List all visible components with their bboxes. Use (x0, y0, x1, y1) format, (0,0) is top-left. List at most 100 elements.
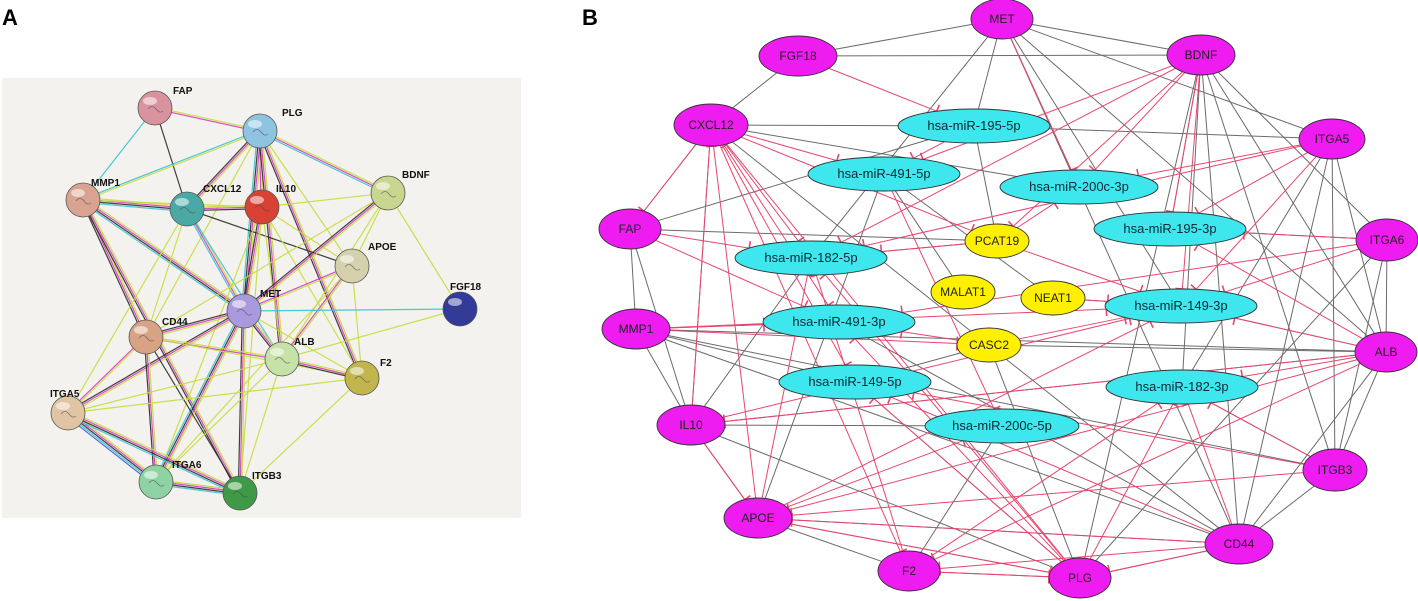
mirna-node-hsa-mir-200c-3p[interactable]: hsa-miR-200c-3p (999, 169, 1159, 205)
edge-strand (260, 128, 390, 193)
edge-met-f2 (243, 310, 363, 379)
edge-met-fgf18 (834, 23, 973, 50)
node-met[interactable]: MET (226, 289, 281, 329)
inhibit-edge-cxcl12-m491-3p (723, 144, 835, 310)
node-bdnf[interactable]: BDNF (370, 170, 430, 211)
gene-ellipse (877, 550, 941, 592)
node-mmp1[interactable]: MMP1 (65, 178, 120, 218)
edge-strand (244, 193, 390, 313)
edge-alb-itgb3 (239, 358, 283, 494)
lncrna-node-neat1[interactable]: NEAT1 (1020, 280, 1086, 316)
node-itga5[interactable]: ITGA5 (50, 389, 86, 431)
inhibit-edge-bdnf-m200c-3p (1088, 72, 1186, 176)
edge-met-m195-5p (977, 38, 998, 110)
gene-node-itga5[interactable]: ITGA5 (1298, 118, 1366, 160)
lncrna-label: PCAT19 (975, 234, 1020, 248)
inhibit-edge-itga5-m200c-3p (1136, 144, 1301, 183)
inhibit-edge-il10-m149-3p (722, 311, 1132, 418)
gene-node-apoe[interactable]: APOE (723, 497, 793, 539)
gene-node-il10[interactable]: IL10 (656, 404, 726, 446)
gene-label: APOE (741, 511, 774, 525)
edge-strand (261, 206, 283, 360)
edge-alb-itga5 (67, 358, 283, 414)
node-il10[interactable]: IL10 (244, 184, 296, 225)
node-highlight (248, 120, 262, 128)
gene-label: CXCL12 (688, 118, 734, 132)
gene-node-itga6[interactable]: ITGA6 (1355, 218, 1418, 262)
edge-strand (242, 191, 388, 311)
edge-strand (68, 410, 242, 492)
mirna-ellipse (1104, 288, 1258, 324)
lncrna-node-pcat19[interactable]: PCAT19 (964, 223, 1030, 259)
edge-strand (241, 206, 261, 311)
edge-strand (243, 310, 363, 379)
gene-node-cxcl12[interactable]: CXCL12 (673, 103, 749, 147)
node-label: APOE (368, 242, 397, 253)
lncrna-node-casc2[interactable]: CASC2 (956, 327, 1022, 363)
inhibit-edge-itga6-m149-3p (1221, 248, 1360, 299)
inhibit-edge-itgb3-m149-5p (911, 385, 1305, 465)
edge-il10-itga6 (155, 206, 263, 483)
inhibit-edge-alb-il10 (722, 354, 1356, 429)
gene-node-itgb3[interactable]: ITGB3 (1302, 448, 1368, 492)
edge-strand (145, 336, 241, 494)
mirna-node-hsa-mir-195-5p[interactable]: hsa-miR-195-5p (897, 108, 1051, 144)
edge-strand (282, 266, 354, 360)
inhibit-edge-alb-m195-3p (1193, 238, 1364, 340)
gene-label: IL10 (679, 418, 703, 432)
edge-strand (155, 206, 263, 483)
gene-ellipse (1166, 34, 1236, 76)
mirna-node-hsa-mir-195-3p[interactable]: hsa-miR-195-3p (1093, 211, 1247, 247)
edge-strand (351, 265, 363, 379)
gene-node-alb[interactable]: ALB (1354, 331, 1418, 373)
edge-il10-bdnf (261, 192, 389, 208)
mirna-node-hsa-mir-491-5p[interactable]: hsa-miR-491-5p (807, 156, 961, 192)
gene-node-fap[interactable]: FAP (598, 208, 662, 250)
edge-met-itga5 (66, 309, 246, 415)
node-plg[interactable]: PLG (242, 108, 303, 149)
node-cxcl12[interactable]: CXCL12 (169, 184, 242, 227)
node-fap[interactable]: FAP (137, 86, 193, 126)
edge-plg-bdnf (258, 128, 390, 196)
protein-structure-icon (380, 191, 397, 198)
node-itga6[interactable]: ITGA6 (138, 460, 202, 500)
edge-strand (155, 106, 261, 131)
node-itgb3[interactable]: ITGB3 (222, 471, 282, 511)
mirna-node-hsa-mir-200c-5p[interactable]: hsa-miR-200c-5p (924, 408, 1080, 444)
node-apoe[interactable]: APOE (334, 242, 397, 284)
mirna-node-hsa-mir-149-5p[interactable]: hsa-miR-149-5p (778, 364, 932, 400)
inhibit-edge-met-m200c-3p (1010, 37, 1078, 174)
edge-bdnf-alb (281, 192, 389, 360)
node-alb[interactable]: ALB (264, 337, 315, 377)
gene-label: BDNF (1185, 48, 1218, 62)
node-fgf18[interactable]: FGF18 (442, 282, 482, 327)
edge-itga5-itgb3 (1331, 158, 1336, 450)
edge-strand (242, 130, 260, 311)
node-cd44[interactable]: CD44 (128, 317, 188, 355)
gene-node-met[interactable]: MET (970, 0, 1034, 40)
protein-structure-icon (147, 106, 164, 113)
gene-node-fgf18[interactable]: FGF18 (758, 35, 838, 77)
mirna-node-hsa-mir-491-3p[interactable]: hsa-miR-491-3p (762, 304, 916, 340)
node-label: FAP (173, 86, 193, 97)
protein-structure-icon (354, 376, 371, 383)
mirna-node-hsa-mir-149-3p[interactable]: hsa-miR-149-3p (1104, 288, 1258, 324)
edge-fgf18-bdnf (836, 54, 1168, 57)
lncrna-node-malat1[interactable]: MALAT1 (930, 274, 996, 310)
gene-node-plg[interactable]: PLG (1048, 557, 1112, 599)
node-label: IL10 (276, 184, 296, 195)
node-f2[interactable]: F2 (344, 358, 392, 396)
gene-node-bdnf[interactable]: BDNF (1166, 34, 1236, 76)
gene-node-mmp1[interactable]: MMP1 (601, 308, 671, 350)
mirna-node-hsa-mir-182-5p[interactable]: hsa-miR-182-5p (734, 240, 888, 276)
node-highlight (376, 182, 390, 190)
edge-itgb3-cd44 (1259, 485, 1315, 529)
edge-strand (65, 415, 155, 486)
gene-node-f2[interactable]: F2 (877, 550, 941, 592)
gene-ellipse (1355, 218, 1418, 262)
protein-structure-icon (236, 309, 253, 316)
mirna-node-hsa-mir-182-3p[interactable]: hsa-miR-182-3p (1105, 369, 1259, 405)
mirna-label: hsa-miR-182-3p (1135, 379, 1228, 394)
edge-strand (154, 107, 188, 210)
gene-node-cd44[interactable]: CD44 (1204, 523, 1274, 565)
